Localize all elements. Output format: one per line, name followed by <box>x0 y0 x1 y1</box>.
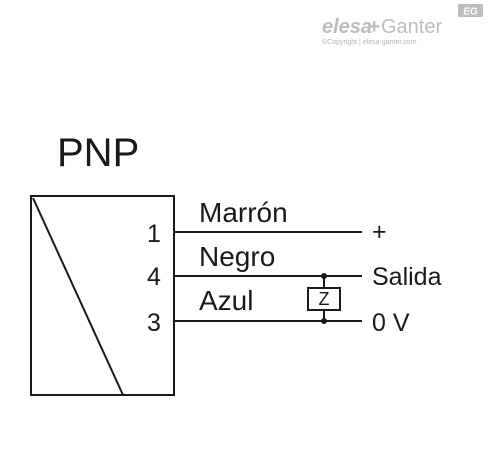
eg-badge <box>458 4 483 17</box>
wire-label-4: Negro <box>199 241 275 272</box>
load-resistor: Z <box>307 273 341 324</box>
pin-number-3: 3 <box>147 309 161 337</box>
terminal-label-output: Salida <box>372 263 442 291</box>
logo-copyright: ©Copyright | elesa-ganter.com <box>322 38 417 46</box>
wire-label-3: Azul <box>199 285 253 316</box>
terminal-label-plus: + <box>372 218 387 246</box>
pin-number-4: 4 <box>147 263 161 291</box>
sensor-box <box>30 195 175 396</box>
sensor-diagonal <box>32 197 124 396</box>
logo-brand-plus: + <box>368 16 380 38</box>
junction-dot-ground <box>321 318 327 324</box>
load-label: Z <box>319 289 330 309</box>
elesa-ganter-logo: EG elesa + Ganter ©Copyright | elesa-gan… <box>322 4 483 46</box>
junction-dot-output <box>321 273 327 279</box>
eg-badge-text: EG <box>463 7 478 18</box>
logo-brand-right: Ganter <box>381 16 442 38</box>
wire-label-1: Marrón <box>199 197 288 228</box>
logo-brand-left: elesa <box>322 16 372 38</box>
terminal-label-ground: 0 V <box>372 309 410 337</box>
diagram-title: PNP <box>57 131 139 175</box>
pin-number-1: 1 <box>147 220 161 248</box>
